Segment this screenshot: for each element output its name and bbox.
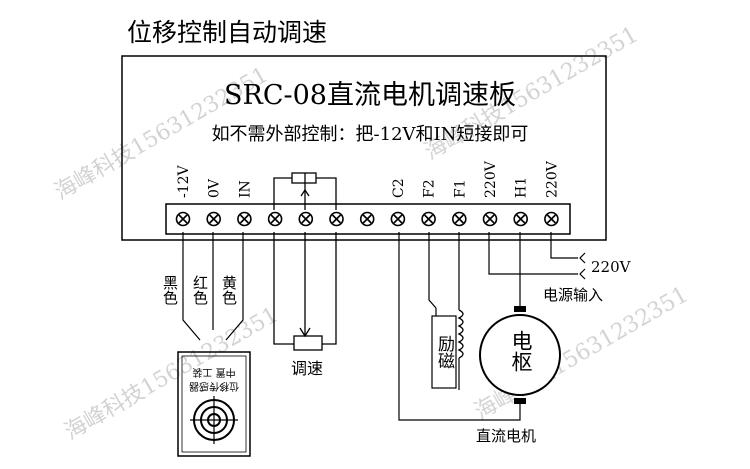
sensor-label-2: 中置 工装: [192, 366, 235, 379]
terminal-screw-slash: [516, 214, 526, 224]
motor-caption: 直流电机: [476, 427, 536, 445]
terminal-label: F2: [422, 179, 438, 198]
terminal-label: IN: [237, 180, 253, 198]
terminal-label: 220V: [483, 160, 499, 198]
terminal-group: [175, 211, 559, 227]
terminal-screw-slash: [454, 214, 464, 224]
terminal-screw-slash: [331, 214, 342, 224]
controller-board: [121, 55, 607, 241]
speed-label: 调速: [291, 359, 323, 378]
power-wires: [488, 232, 586, 280]
power-voltage: 220V: [591, 258, 632, 276]
wire-color-black: 黑色: [161, 275, 179, 305]
terminal-screw-slash: [209, 214, 219, 224]
field-label: 励磁: [434, 335, 455, 369]
board-title: SRC-08直流电机调速板: [224, 80, 516, 111]
terminal-screw-slash: [239, 214, 249, 224]
terminal-screw-slash: [362, 214, 372, 224]
terminal-label: H1: [514, 177, 530, 198]
speed-potentiometer: [273, 232, 337, 351]
board-potentiometer-symbol: [273, 172, 337, 210]
wire-color-red: 红色: [191, 275, 209, 305]
terminal-label: 220V: [544, 160, 560, 198]
sensor-wires: [182, 232, 244, 341]
field-winding: 励磁: [431, 308, 464, 390]
terminal-screw-slash: [178, 214, 188, 224]
terminal-screw-slash: [485, 214, 495, 224]
power-label: 电源输入: [543, 286, 603, 304]
board-subtitle: 如不需外部控制：把-12V和IN短接即可: [212, 124, 529, 145]
terminal-label: C2: [391, 178, 407, 198]
terminal-label-group: -12V 0V IN C2 F2 F1 220V H1 220V: [176, 160, 560, 198]
terminal-screw-slash: [546, 214, 556, 224]
terminal-screw-slash: [393, 214, 403, 224]
page-title: 位移控制自动调速: [127, 18, 327, 47]
terminal-label: F1: [452, 179, 468, 198]
displacement-sensor: 位移传感器 中置 工装: [177, 351, 251, 457]
watermark-text-3: 海峰科技15631232351: [61, 303, 283, 446]
sensor-label-1: 位移传感器: [189, 380, 239, 393]
terminal-label: -12V: [176, 164, 192, 198]
wire-color-yellow: 黄色: [220, 275, 238, 305]
terminal-label: 0V: [207, 178, 223, 198]
terminal-screw-slash: [270, 214, 280, 224]
terminal-screw-slash: [424, 214, 434, 224]
motor-wires: [398, 232, 521, 421]
armature-label: 电枢: [509, 330, 533, 372]
terminal-screw-slash: [301, 214, 311, 224]
armature-motor: 电枢: [479, 306, 561, 404]
